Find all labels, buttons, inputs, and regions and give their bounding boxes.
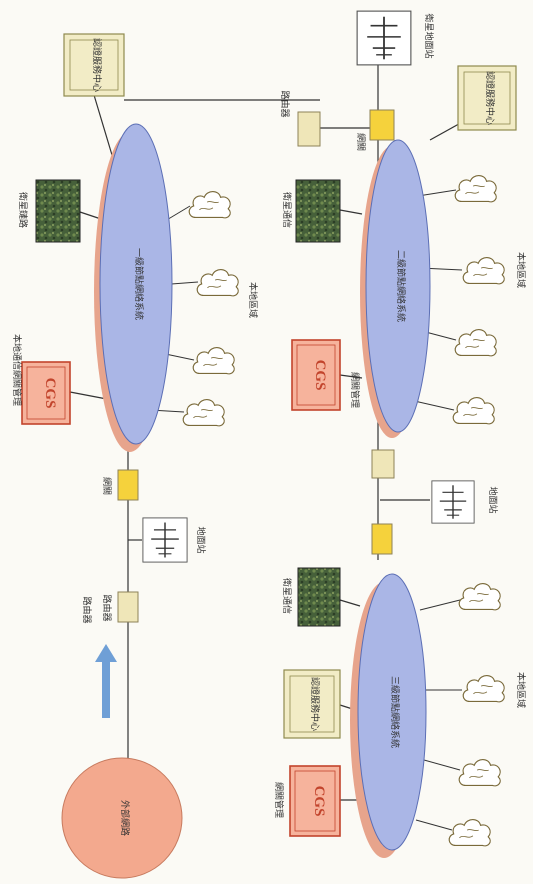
gateway-label-1a: 網關 [101,477,113,495]
panel-1: 外部網路 一級節點網絡系統 認證服務中心 衛星鏈路 CGS 本地通信網關管理 網… [11,34,259,878]
cloud-terminal-icon [459,760,500,786]
cloud-terminal-icon [463,258,504,284]
satellite-tile-icon [298,568,340,626]
gateway-label-2a: 路由器 [279,90,291,117]
gateway-2-cream [298,112,320,146]
satellite-label-3: 衛星通信 [281,578,293,614]
flow-arrow-icon [95,644,117,718]
cgs-label-3: CGS [311,786,327,817]
antenna-icon [357,11,411,65]
antenna-icon [143,518,187,562]
network-label-3: 三級節點網絡系統 [389,676,401,748]
external-network-label: 外部網路 [119,800,131,836]
cloud-terminal-icon [459,584,500,610]
antenna-mid-caption: 地面站 [487,486,499,513]
satellite-label-1: 衛星鏈路 [17,192,29,228]
cgs-box-1: CGS [22,362,70,424]
router-caption-1: 路由器 [81,596,93,623]
cgs-box-2: CGS [292,340,340,410]
gateway-1-cream [118,592,138,622]
gateway-label-2b: 網關 [355,133,367,151]
ta-label-2: 認證服務中心 [484,71,496,125]
region-label-2: 本地區域 [515,252,527,288]
cgs-label-2: CGS [312,360,328,391]
gateway-2-yellow [370,110,394,140]
antenna-caption-1: 地面站 [195,526,207,553]
network-label-1: 一級節點網絡系統 [133,248,145,320]
ta-box-3: 認證服務中心 [284,670,340,738]
cgs-box-3: CGS [290,766,340,836]
ta-label-3: 認證服務中心 [309,677,321,731]
satellite-tile-icon [296,180,340,242]
gateway-2-yellow-b [372,524,392,554]
network-label-2: 二級節點網絡系統 [395,250,407,322]
cloud-terminal-icon [449,820,490,846]
satellite-label-2: 衛星通信 [281,192,293,228]
ta-box-2: 認證服務中心 [458,66,516,130]
cgs-caption-3: 網關管理 [273,782,285,818]
region-label-3: 本地區域 [515,672,527,708]
gateway-2-cream-b [372,450,394,478]
ta-box-1: 認證服務中心 [64,34,124,96]
cloud-terminal-icon [193,348,234,374]
cloud-terminal-icon [189,192,230,218]
antenna-icon [432,481,474,523]
cloud-terminal-icon [455,176,496,202]
cloud-terminal-icon [183,400,224,426]
ta-label-1: 認證服務中心 [91,38,103,92]
region-label-1: 本地區域 [247,282,259,318]
gateway-label-1b: 路由器 [101,594,113,621]
cloud-terminal-icon [455,330,496,356]
satellite-tile-icon [36,180,80,242]
antenna-top-caption: 衛星地面站 [423,13,435,58]
cloud-terminal-icon [453,398,494,424]
panel-2: 衛星地面站 路由器 網關 認證服務中心 二級節點網絡系統 衛星通信 CGS 網關… [124,11,527,560]
panel-3: 三級節點網絡系統 衛星通信 認證服務中心 CGS 網關管理 本地區域 [273,568,527,858]
cloud-terminal-icon [197,270,238,296]
cloud-terminal-icon [463,676,504,702]
gateway-1-yellow [118,470,138,500]
cgs-label-1: CGS [42,378,58,409]
cgs-caption-2: 網關管理 [349,372,361,408]
cgs-caption-1: 本地通信網關管理 [11,334,23,406]
